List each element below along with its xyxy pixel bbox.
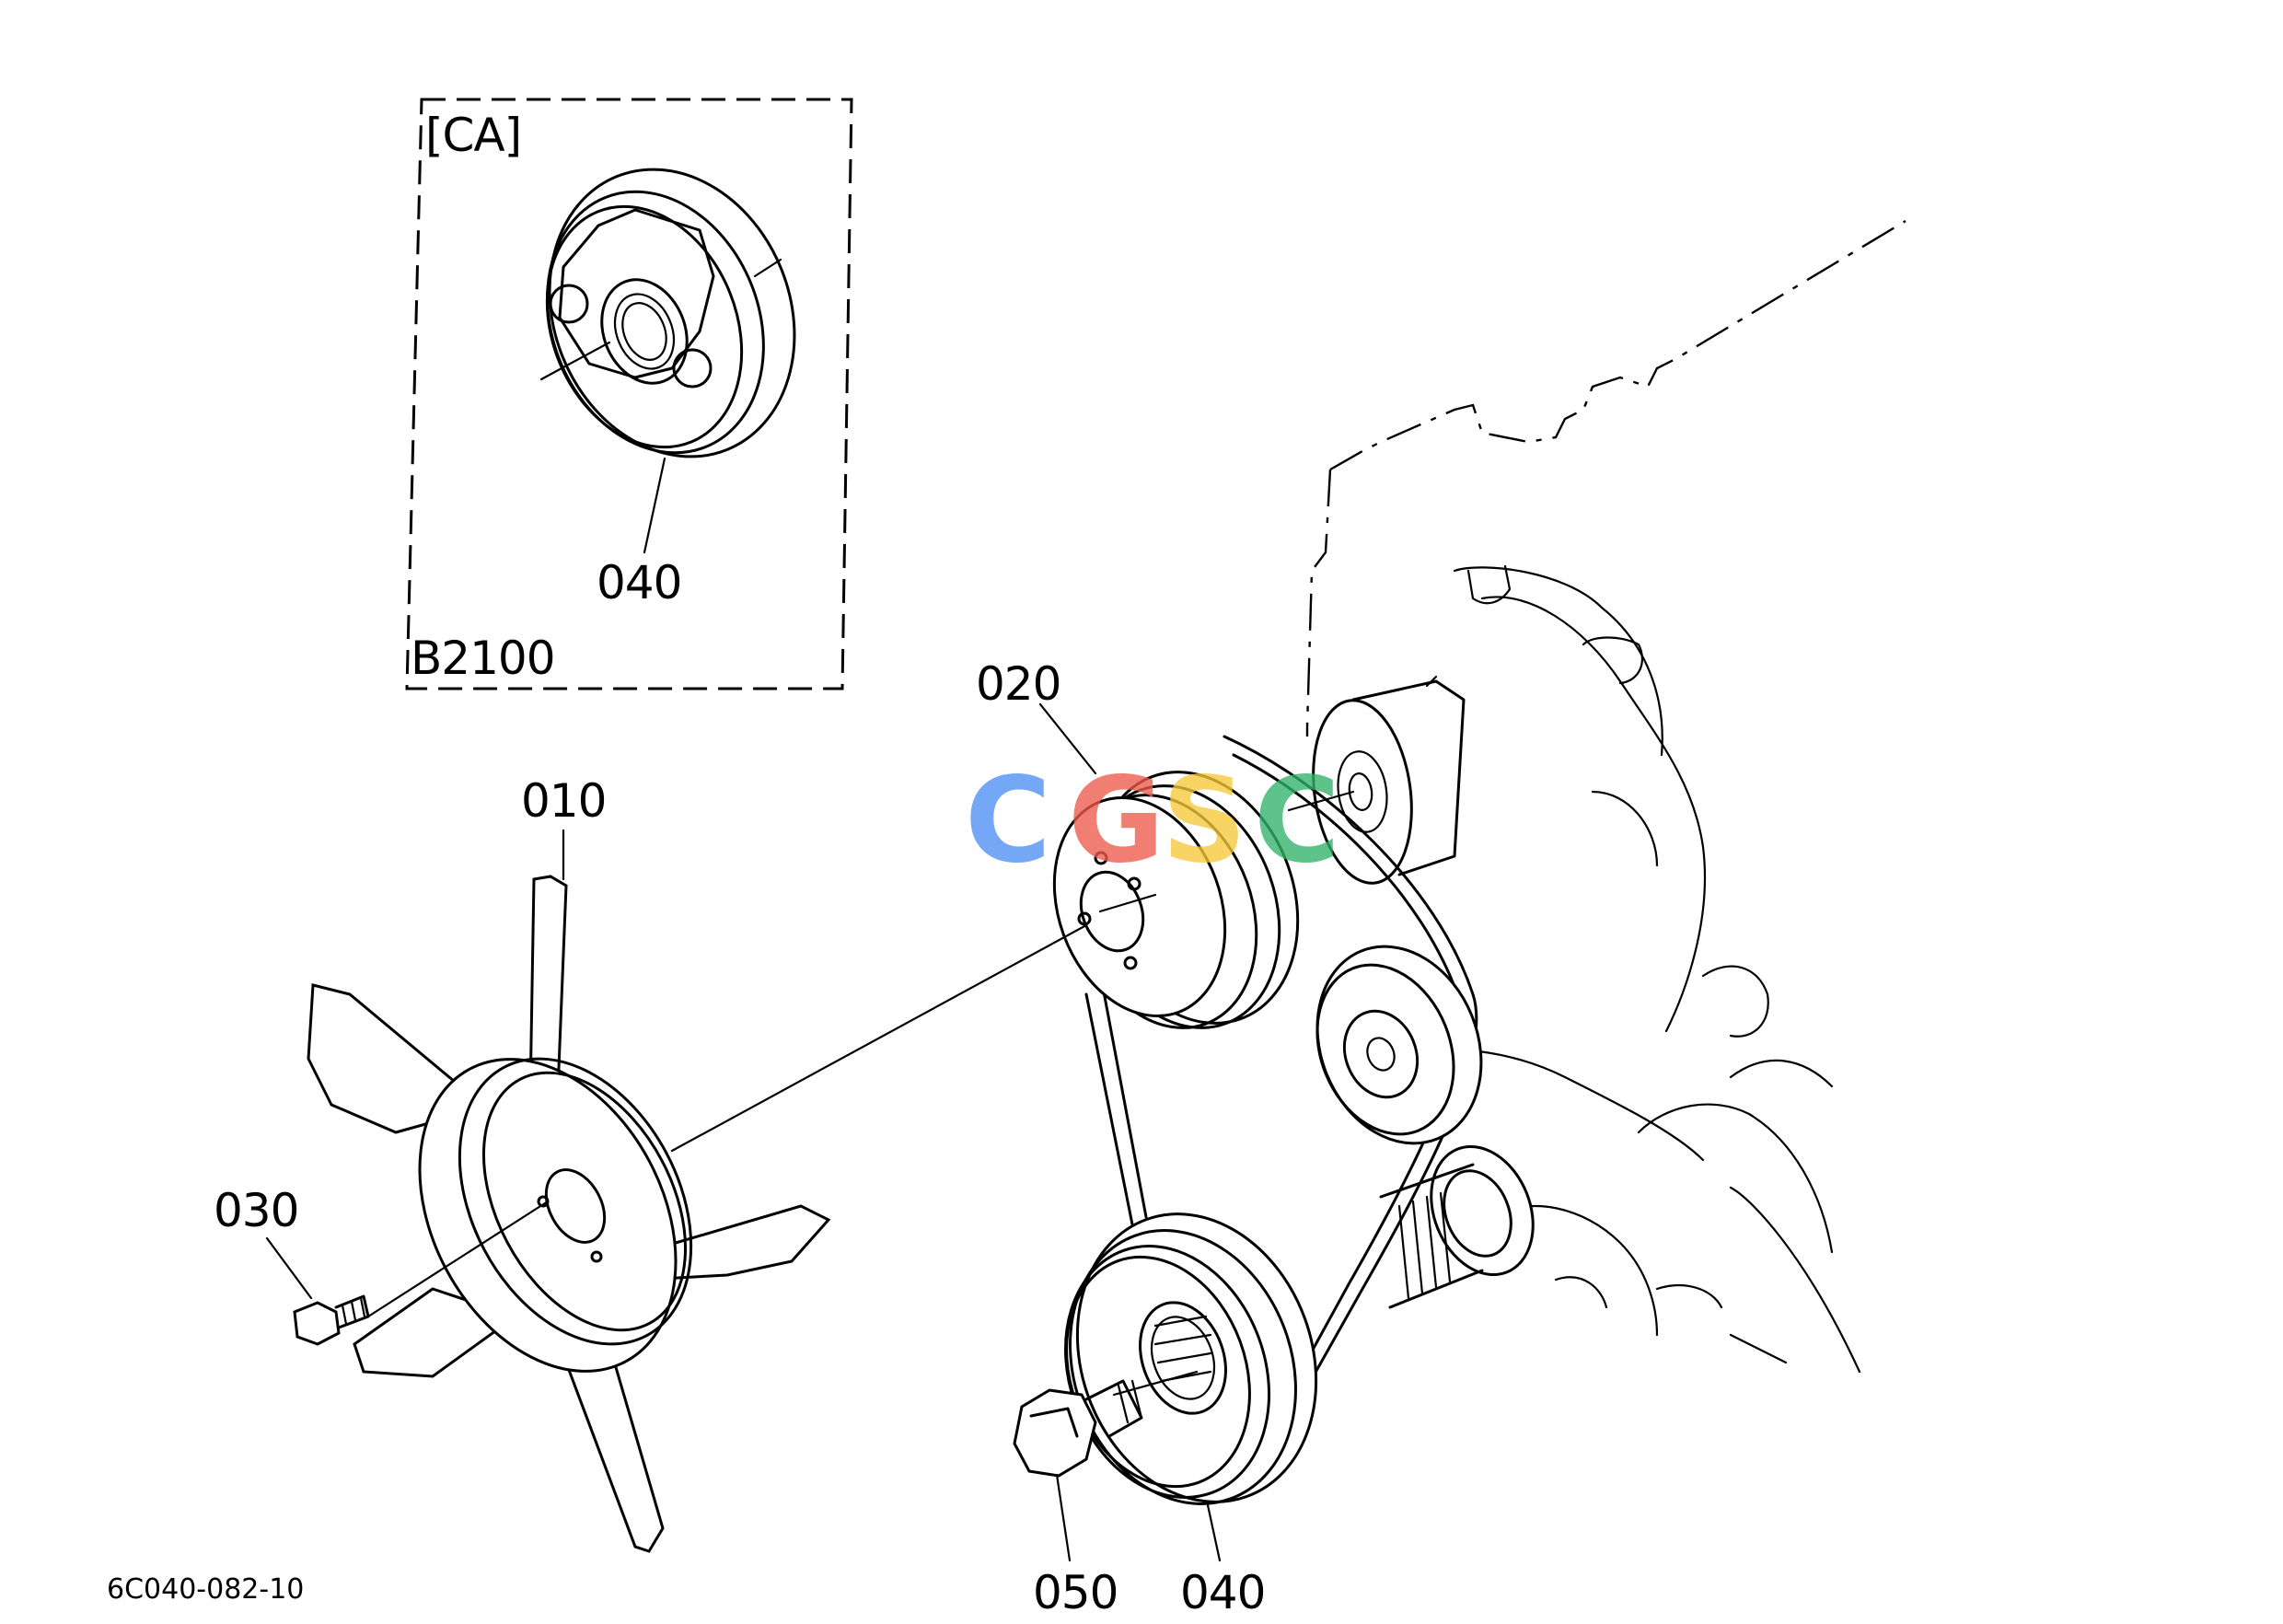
part-number-crank-bolt: 050: [1033, 1566, 1118, 1619]
leader-lines: [265, 702, 1355, 1562]
part-number-fan-bolt: 030: [214, 1184, 299, 1237]
inset-frame: [405, 98, 853, 690]
figure-code: 6C040-082-10: [107, 1573, 305, 1606]
watermark-letter: C: [1254, 752, 1340, 889]
fan-bolt: [293, 1294, 370, 1346]
crank-pulley: [1063, 1212, 1318, 1505]
crank-bolt: [1013, 1379, 1143, 1478]
inset-pulley: [539, 168, 796, 554]
watermark-letter: C: [965, 752, 1051, 889]
inset-variant-label: [CA]: [425, 109, 522, 162]
inset-part-number: 040: [597, 556, 682, 609]
inset-model-label: B2100: [411, 632, 556, 685]
watermark-letter: G: [1068, 752, 1165, 889]
cooling-fan: [307, 875, 831, 1553]
fan-pulley: [1052, 771, 1300, 1029]
part-number-crank-pulley: 040: [1180, 1566, 1266, 1619]
watermark-letter: S: [1162, 752, 1247, 889]
idler-pulley: [1315, 945, 1483, 1145]
crank-shaft: [1379, 1144, 1535, 1309]
part-number-fan: 010: [521, 774, 607, 828]
engine-block: [1305, 219, 1906, 1374]
part-number-fan-pulley: 020: [976, 657, 1061, 711]
